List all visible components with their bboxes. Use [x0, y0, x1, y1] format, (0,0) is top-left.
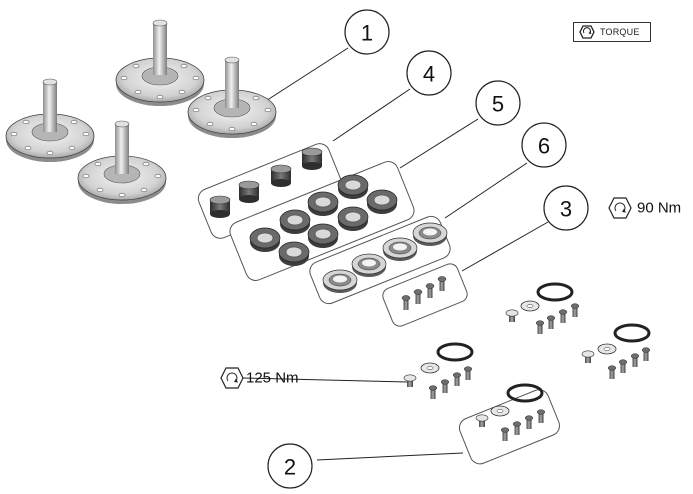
hardware-kit-d [475, 383, 546, 441]
seals-group-5 [249, 174, 398, 266]
callout-6-label: 6 [538, 134, 550, 159]
hardware-kit-b [581, 323, 651, 379]
callout-2-label: 2 [284, 455, 296, 480]
torque-indicator-90: 90 Nm [608, 197, 681, 219]
leader-lines [242, 47, 549, 461]
hub-1 [115, 19, 205, 106]
callout-1: 1 [344, 9, 390, 55]
callout-1-label: 1 [361, 21, 373, 46]
hub-2 [187, 56, 277, 138]
torque-legend: TORQUE [573, 22, 651, 42]
torque-legend-label: TORQUE [600, 27, 640, 37]
torque-value-90: 90 Nm [637, 200, 681, 217]
callout-3-label: 3 [560, 197, 572, 222]
callout-3: 3 [543, 185, 589, 231]
callout-6: 6 [521, 122, 567, 168]
callout-2: 2 [267, 443, 313, 489]
callout-4: 4 [406, 50, 452, 96]
callout-4-label: 4 [423, 62, 435, 87]
caps-group-4 [209, 147, 323, 218]
hub-assemblies [5, 19, 277, 204]
hardware-kit-a [505, 282, 580, 334]
group-box-5 [229, 161, 415, 281]
torque-hexagon-icon [579, 25, 595, 39]
hardware-kits [403, 282, 651, 441]
hub-4 [77, 120, 167, 204]
bearings-group-6 [322, 222, 448, 293]
torque-value-125: 125 Nm [246, 370, 299, 387]
hardware-kit-c [403, 342, 474, 399]
torque-indicator-125: 125 Nm [220, 367, 299, 389]
bolts-group-3 [401, 276, 447, 310]
hub-3 [5, 78, 95, 162]
group-box-2 [458, 389, 560, 465]
torque-hexagon-icon [608, 197, 632, 219]
callout-5: 5 [475, 80, 521, 126]
torque-hexagon-icon [220, 367, 244, 389]
callout-5-label: 5 [492, 92, 504, 117]
